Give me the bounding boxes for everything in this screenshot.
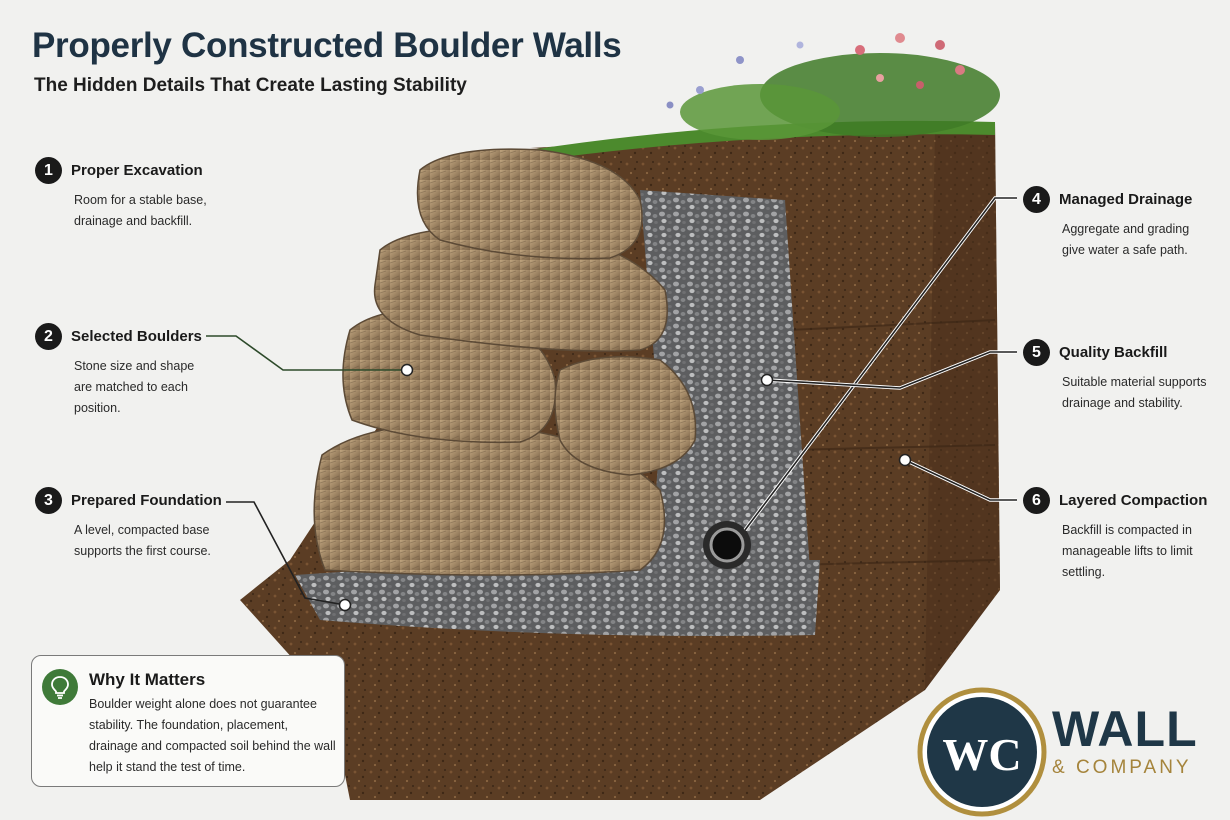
logo-name: WALL xyxy=(1052,701,1198,757)
callout-prepared-foundation: 3 Prepared Foundation A level, compacted… xyxy=(35,487,245,562)
callout-proper-excavation: 1 Proper Excavation Room for a stable ba… xyxy=(35,157,245,232)
callout-description: Backfill is compacted in manageable lift… xyxy=(1062,523,1193,579)
callout-number: 1 xyxy=(35,157,62,184)
logo-subname: & COMPANY xyxy=(1052,757,1192,778)
callout-title: Layered Compaction xyxy=(1059,492,1208,509)
why-it-matters-body: Boulder weight alone does not guarantee … xyxy=(89,697,336,774)
callout-selected-boulders: 2 Selected Boulders Stone size and shape… xyxy=(35,323,245,419)
company-logo-badge: WC xyxy=(917,687,1047,817)
callout-number: 3 xyxy=(35,487,62,514)
marker-dot-5 xyxy=(760,373,774,387)
leader-line-3 xyxy=(226,501,346,606)
marker-dot-3 xyxy=(338,598,352,612)
callout-number: 5 xyxy=(1023,339,1050,366)
leader-line-6-core xyxy=(904,459,1017,501)
boulders xyxy=(313,148,697,576)
marker-dot-2 xyxy=(400,363,414,377)
logo-monogram: WC xyxy=(942,729,1021,780)
page-subtitle: The Hidden Details That Create Lasting S… xyxy=(34,75,467,96)
callout-quality-backfill: 5 Quality Backfill Suitable material sup… xyxy=(1023,339,1230,414)
callout-title: Managed Drainage xyxy=(1059,191,1193,208)
callout-description: A level, compacted base supports the fir… xyxy=(74,523,211,558)
callout-number: 4 xyxy=(1023,186,1050,213)
callout-description: Suitable material supports drainage and … xyxy=(1062,375,1207,410)
page-title: Properly Constructed Boulder Walls xyxy=(32,26,622,65)
leader-line-2 xyxy=(206,335,407,371)
leader-line-5-core xyxy=(766,351,1017,389)
company-logo-text: WALL & COMPANY xyxy=(1052,703,1198,779)
drainage-aggregate xyxy=(640,190,810,585)
callout-title: Quality Backfill xyxy=(1059,344,1168,361)
drain-pipe xyxy=(703,521,751,569)
callout-number: 2 xyxy=(35,323,62,350)
grass-and-plants xyxy=(530,33,1000,160)
callout-description: Stone size and shape are matched to each… xyxy=(74,359,195,415)
callout-title: Selected Boulders xyxy=(71,328,202,345)
callout-number: 6 xyxy=(1023,487,1050,514)
lightbulb-icon xyxy=(42,669,78,705)
callout-description: Aggregate and grading give water a safe … xyxy=(1062,222,1190,257)
callout-managed-drainage: 4 Managed Drainage Aggregate and grading… xyxy=(1023,186,1230,261)
why-it-matters-title: Why It Matters xyxy=(89,670,206,689)
why-it-matters-box: Why It Matters Boulder weight alone does… xyxy=(31,655,345,787)
foundation-gravel-base xyxy=(295,560,820,636)
marker-dot-6 xyxy=(898,453,912,467)
callout-layered-compaction: 6 Layered Compaction Backfill is compact… xyxy=(1023,487,1230,583)
callout-description: Room for a stable base, drainage and bac… xyxy=(74,193,207,228)
callout-title: Proper Excavation xyxy=(71,162,203,179)
callout-title: Prepared Foundation xyxy=(71,492,222,509)
leader-line-4-core xyxy=(744,197,1017,531)
